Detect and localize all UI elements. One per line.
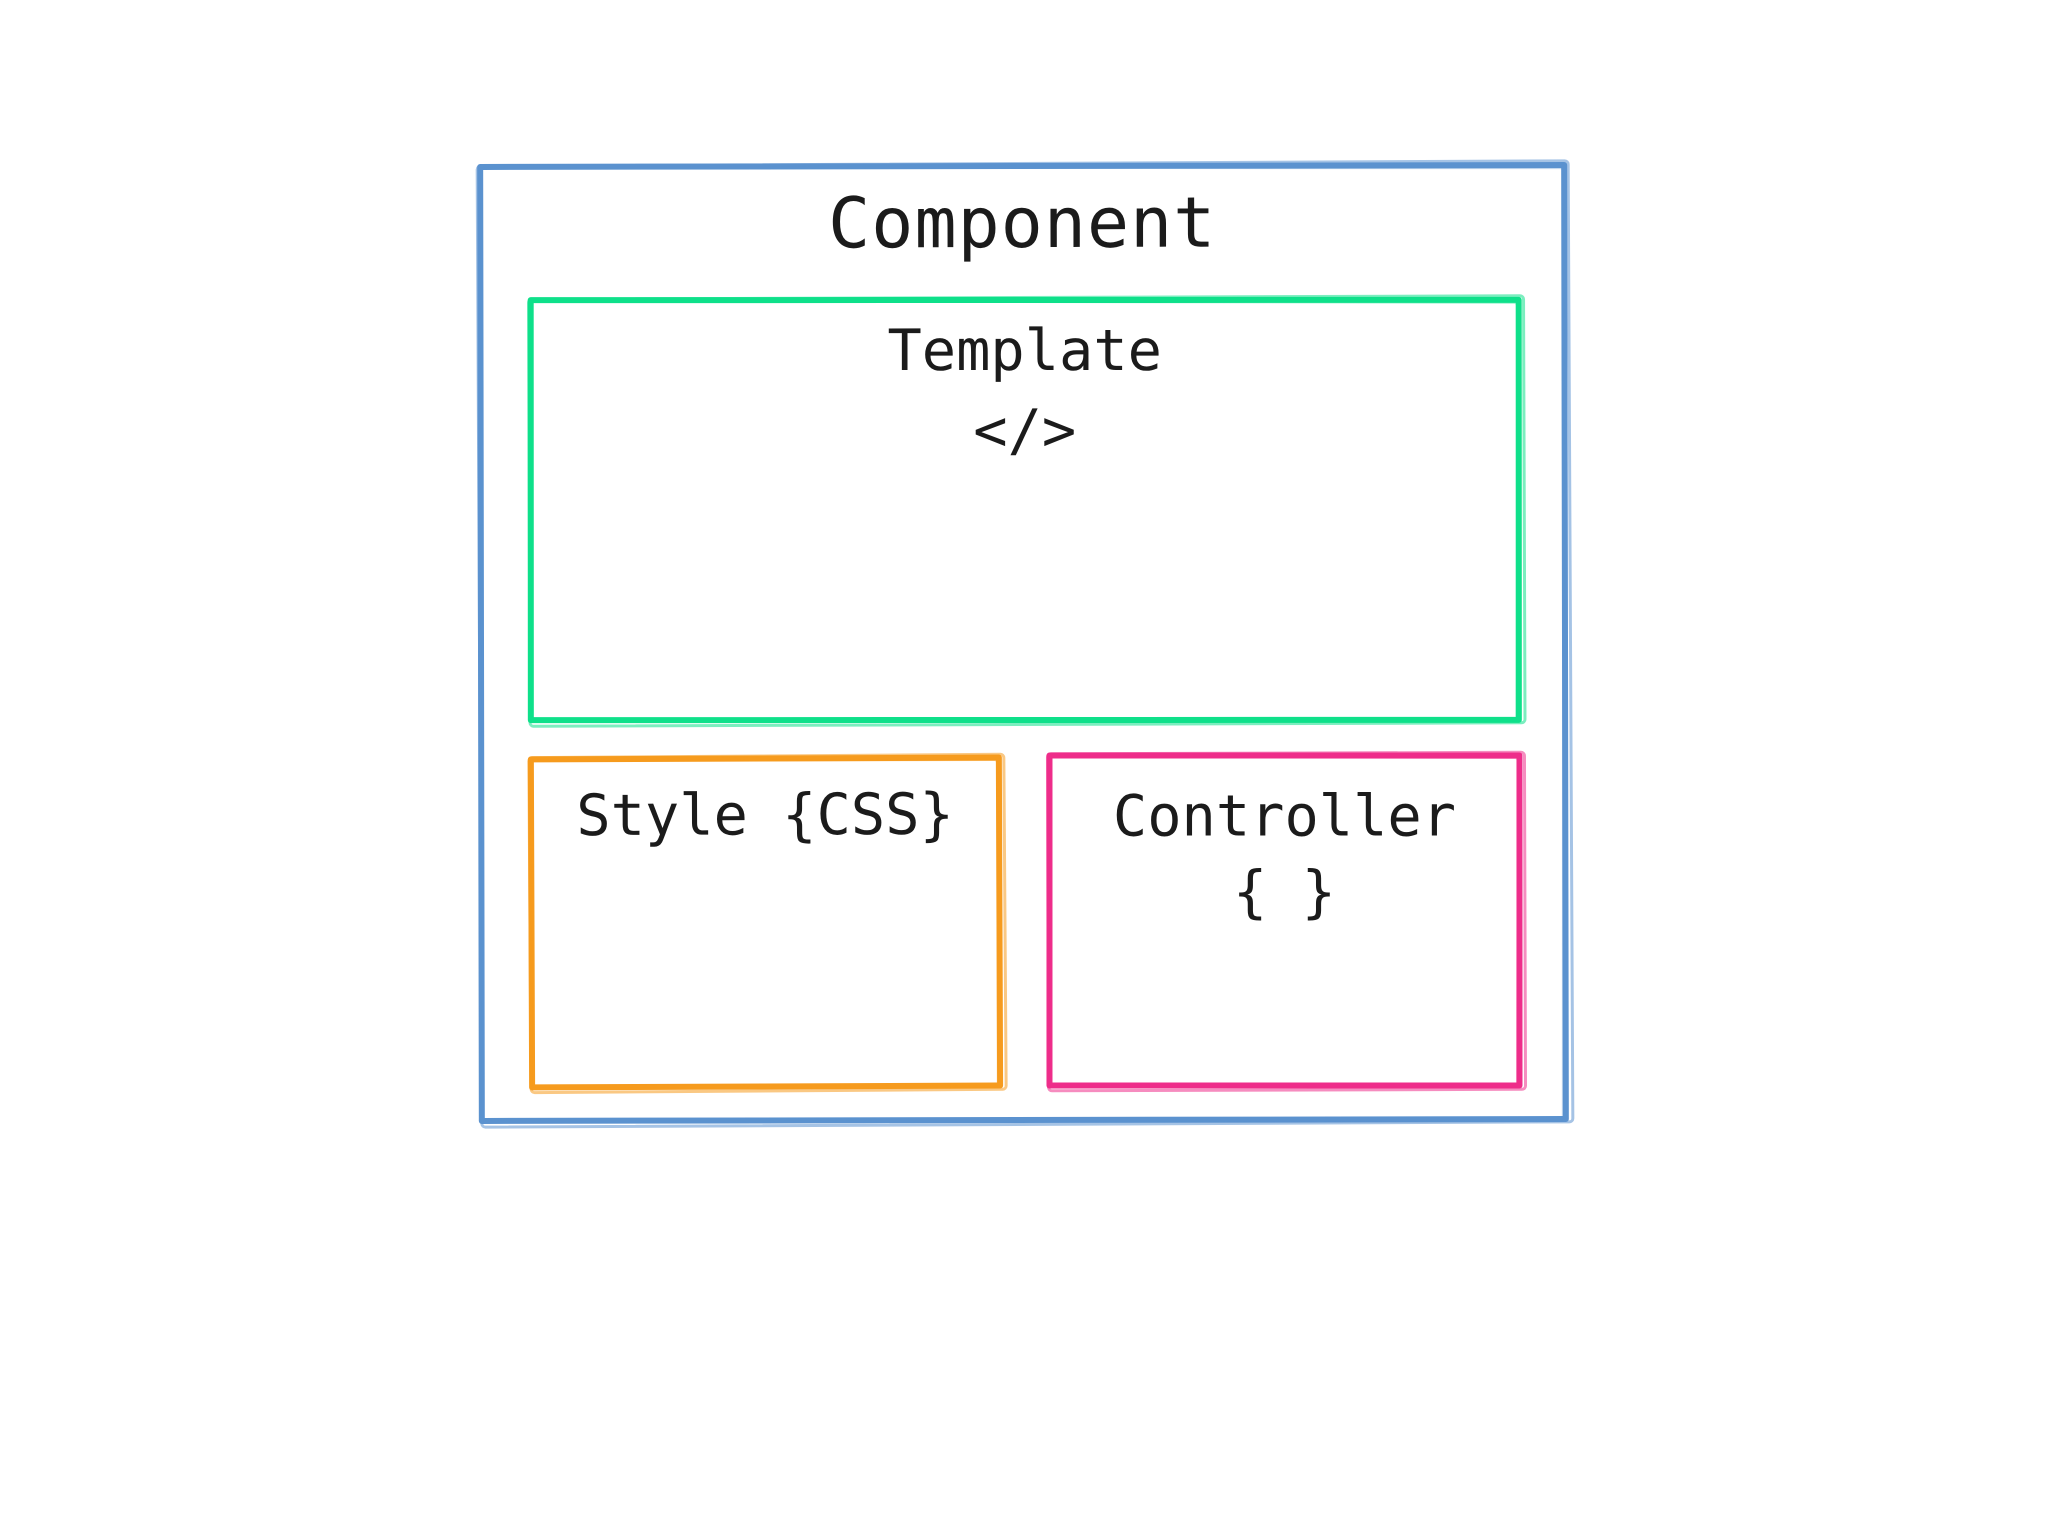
code-tag-icon: </> <box>973 397 1077 464</box>
component-label: Component <box>828 181 1217 265</box>
braces-icon: { } <box>1233 859 1336 926</box>
controller-label: Controller <box>1112 783 1457 850</box>
template-box: Template </> <box>527 296 1522 724</box>
style-box: Style {CSS} <box>527 754 1004 1091</box>
template-label: Template <box>887 317 1162 385</box>
style-label: Style {CSS} <box>576 781 954 850</box>
controller-box: Controller { } <box>1046 752 1523 1089</box>
component-box: Component Template </> Style {CSS} Contr… <box>477 162 1569 1124</box>
